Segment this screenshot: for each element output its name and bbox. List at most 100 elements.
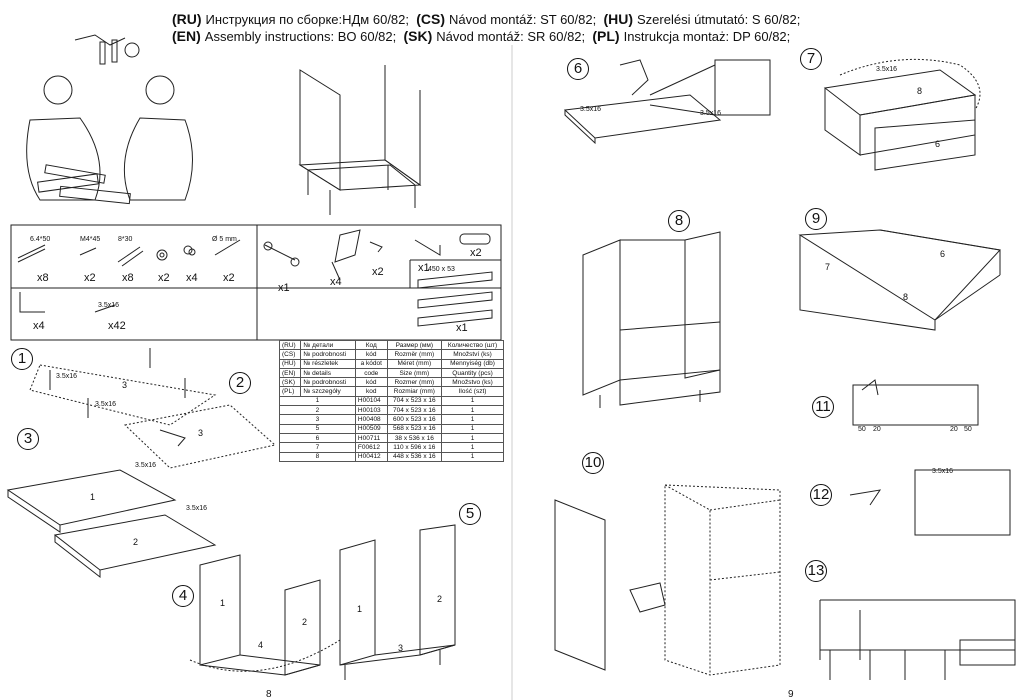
step-8-marker: 8 bbox=[668, 210, 690, 232]
panel-no-3b: 3 bbox=[198, 428, 204, 438]
spec-cell-part: 1 bbox=[279, 395, 356, 407]
spec-cell: 568 x 523 x 16 bbox=[386, 423, 443, 434]
step-10-marker: 10 bbox=[582, 452, 604, 474]
spec-header-cell: Mennyiség (db) bbox=[441, 358, 504, 369]
slide-size-label: 450 x 53 bbox=[428, 266, 455, 273]
panel-no-1: 1 bbox=[90, 492, 96, 502]
spec-cell: 38 x 536 x 16 bbox=[386, 432, 443, 444]
dim-20-left: 20 bbox=[873, 426, 881, 433]
panel-no-8b: 8 bbox=[903, 292, 909, 302]
spec-header-cell: № podrobnosti bbox=[300, 377, 356, 388]
panel-no-4: 4 bbox=[258, 640, 264, 650]
header-line-2: (EN)Assembly instructions: BO 60/82; (SK… bbox=[172, 28, 791, 45]
spec-cell-part: 5 bbox=[279, 423, 356, 434]
hw-qty-8: x4 bbox=[330, 276, 342, 288]
spec-header-cell: Množství (ks) bbox=[441, 349, 504, 360]
spec-header-cell: Ilość (szt) bbox=[441, 386, 504, 397]
spec-header-cell: (CS) bbox=[278, 349, 302, 360]
spec-header-cell: Rozmiar (mm) bbox=[386, 386, 443, 397]
spec-header-cell: № szczegóły bbox=[300, 386, 356, 397]
page-number-left: 8 bbox=[266, 689, 272, 700]
hw-qty-4: x2 bbox=[158, 272, 170, 284]
slide-qty: x1 bbox=[456, 322, 468, 334]
step-12-marker: 12 bbox=[810, 484, 832, 506]
panel-no-3c: 3 bbox=[398, 643, 404, 653]
hw-qty-6: x2 bbox=[223, 272, 235, 284]
spec-cell: 1 bbox=[441, 395, 504, 407]
dim-50-left: 50 bbox=[858, 426, 866, 433]
spec-header-cell: Размер (мм) bbox=[386, 339, 443, 351]
spec-header-cell: (EN) bbox=[278, 367, 302, 379]
spec-header-cell: № детали bbox=[300, 339, 356, 351]
spec-header-cell: (HU) bbox=[278, 358, 302, 369]
screw-note-7: 3.5x16 bbox=[876, 66, 898, 73]
spec-header-cell: Rozměr (mm) bbox=[386, 349, 443, 360]
spec-cell-part: 8 bbox=[279, 451, 356, 462]
screw-note-8: 3.5x16 bbox=[932, 468, 954, 475]
spec-header-cell: Množstvo (ks) bbox=[441, 377, 504, 388]
spec-header-cell: Код bbox=[354, 339, 388, 351]
spec-cell: 1 bbox=[441, 423, 504, 434]
spec-cell: 110 x 596 x 16 bbox=[386, 442, 443, 453]
hw-qty-11: x2 bbox=[470, 247, 482, 259]
step-4-marker: 4 bbox=[172, 585, 194, 607]
spec-header-cell: № podrobnosti bbox=[300, 349, 356, 360]
spec-cell-part: 2 bbox=[279, 405, 356, 416]
spec-cell: H00103 bbox=[354, 405, 388, 416]
panel-no-1c: 1 bbox=[357, 604, 363, 614]
spec-cell: 448 x 536 x 16 bbox=[386, 451, 443, 462]
panel-no-7: 7 bbox=[825, 262, 831, 272]
panel-no-6a: 6 bbox=[935, 139, 941, 149]
step-2-marker: 2 bbox=[229, 372, 251, 394]
step-3-marker: 3 bbox=[17, 428, 39, 450]
spec-cell: H00509 bbox=[354, 423, 388, 434]
hw-label-1: 6.4*50 bbox=[30, 236, 51, 243]
spec-header-cell: (RU) bbox=[278, 339, 302, 351]
hw-qty-7: x1 bbox=[278, 282, 290, 294]
page-number-right: 9 bbox=[788, 689, 794, 700]
spec-header-cell: № details bbox=[300, 367, 356, 379]
panel-no-6b: 6 bbox=[940, 249, 946, 259]
step-1-marker: 1 bbox=[11, 348, 33, 370]
hw-label-6: Ø 5 mm bbox=[212, 236, 237, 243]
spec-header-cell: Quantity (pcs) bbox=[441, 367, 504, 379]
spec-header-cell: Количество (шт) bbox=[441, 339, 504, 351]
spec-header-cell: (SK) bbox=[278, 377, 302, 388]
step-5-marker: 5 bbox=[459, 503, 481, 525]
spec-cell: 704 x 523 x 16 bbox=[386, 395, 443, 407]
panel-no-2: 2 bbox=[133, 537, 139, 547]
panel-no-8a: 8 bbox=[917, 86, 923, 96]
screw-note-6: 3.5x16 bbox=[700, 110, 722, 117]
hw-label-3: 8*30 bbox=[118, 236, 133, 243]
step-13-marker: 13 bbox=[805, 560, 827, 582]
hw-qty-bracket: x4 bbox=[33, 320, 45, 332]
spec-header-cell: Rozmer (mm) bbox=[386, 377, 443, 388]
hw-qty-10: x1 bbox=[418, 262, 430, 274]
spec-header-cell: code bbox=[354, 367, 388, 379]
spec-cell: 1 bbox=[441, 451, 504, 462]
spec-cell: H00408 bbox=[354, 414, 388, 425]
hw-label-2: M4*45 bbox=[80, 236, 101, 243]
hardware-icons bbox=[17, 229, 493, 327]
panel-no-3a: 3 bbox=[122, 380, 128, 390]
dim-50-right: 50 bbox=[964, 426, 972, 433]
spec-cell: 1 bbox=[441, 414, 504, 425]
spec-cell: H00104 bbox=[354, 395, 388, 407]
hw-qty-5: x4 bbox=[186, 272, 198, 284]
screw-note-1: 3.5x16 bbox=[56, 373, 78, 380]
panel-no-1b: 1 bbox=[220, 598, 226, 608]
